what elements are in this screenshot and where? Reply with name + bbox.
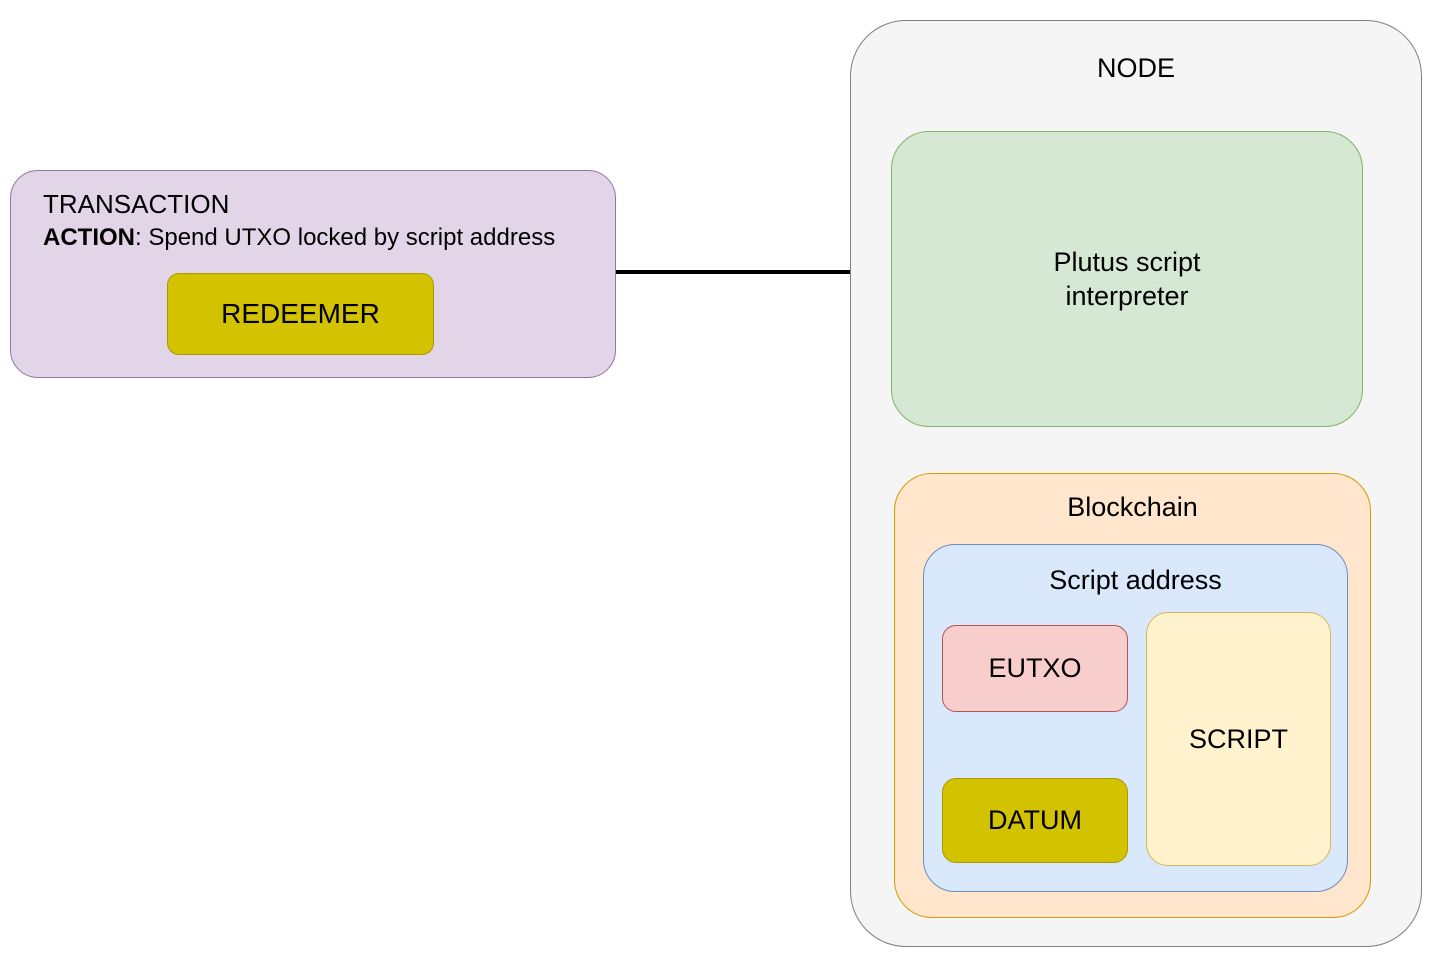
plutus-label-line1: Plutus script	[1053, 247, 1201, 277]
action-description: : Spend UTXO locked by script address	[135, 224, 556, 251]
redeemer-box: REDEEMER	[167, 273, 434, 355]
redeemer-label: REDEEMER	[221, 298, 380, 329]
script-label: SCRIPT	[1188, 723, 1288, 754]
datum-label: DATUM	[988, 805, 1082, 835]
transaction-box: TRANSACTION ACTION: Spend UTXO locked by…	[10, 170, 616, 378]
eutxo-box: EUTXO	[942, 625, 1128, 712]
transaction-action-text: ACTION: Spend UTXO locked by script addr…	[43, 223, 555, 252]
script-address-title: Script address	[1049, 565, 1222, 595]
node-box: NODE Plutus script interpreter Blockchai…	[850, 20, 1422, 947]
node-title: NODE	[1096, 53, 1175, 83]
blockchain-box: Blockchain Script address EUTXO DATUM SC…	[894, 473, 1371, 918]
eutxo-label: EUTXO	[988, 653, 1082, 683]
plutus-script-interpreter-label: Plutus script interpreter	[1053, 245, 1200, 313]
plutus-script-interpreter-box: Plutus script interpreter	[891, 131, 1363, 427]
action-label: ACTION	[43, 224, 135, 251]
datum-box: DATUM	[942, 778, 1128, 863]
script-box: SCRIPT	[1146, 612, 1331, 866]
blockchain-title: Blockchain	[1067, 492, 1198, 522]
plutus-label-line2: interpreter	[1065, 281, 1189, 311]
script-address-box: Script address EUTXO DATUM SCRIPT	[923, 544, 1348, 892]
transaction-title: TRANSACTION	[43, 189, 230, 219]
